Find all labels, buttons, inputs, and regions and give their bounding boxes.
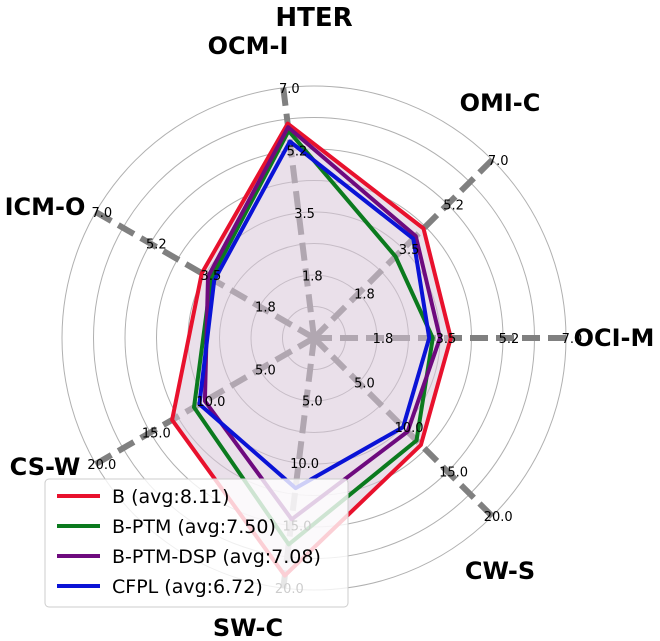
series-line-1 (170, 121, 453, 578)
tick-label-oci-m-2: 3.5 (436, 332, 457, 347)
tick-label-oci-m-1: 1.8 (373, 332, 394, 347)
tick-label-omi-c-2: 3.5 (399, 243, 420, 258)
tick-label-ocm-i-2: 3.5 (294, 207, 315, 222)
series-lines (170, 121, 453, 578)
tick-label-cw-s-2: 10.0 (395, 421, 424, 436)
tick-label-omi-c-1: 1.8 (354, 288, 375, 303)
tick-label-omi-c-3: 5.2 (443, 198, 464, 213)
series-line-3 (202, 125, 442, 522)
axis-label-cw-s: CW-S (465, 557, 535, 585)
axis-label-cs-w: CS-W (10, 453, 81, 481)
tick-label-oci-m-3: 5.2 (499, 332, 520, 347)
chart-title: HTER (275, 3, 352, 33)
legend-label-1: B (avg:8.11) (112, 486, 230, 508)
axis-label-icm-o: ICM-O (5, 193, 86, 221)
legend-label-4: CFPL (avg:6.72) (112, 576, 263, 598)
axis-label-oci-m: OCI-M (574, 324, 655, 352)
legend-label-2: B-PTM (avg:7.50) (112, 516, 276, 538)
tick-label-cw-s-3: 15.0 (439, 466, 468, 481)
tick-label-sw-c-2: 10.0 (290, 457, 319, 472)
tick-label-cs-w-4: 20.0 (87, 458, 116, 473)
tick-label-icm-o-3: 5.2 (146, 238, 167, 253)
legend: B (avg:8.11) B-PTM (avg:7.50) B-PTM-DSP (a… (44, 478, 349, 608)
tick-label-ocm-i-3: 5.2 (287, 144, 308, 159)
tick-label-icm-o-4: 7.0 (91, 206, 112, 221)
axis-labels: OCM-I OMI-C OCI-M CW-S SW-C CS-W ICM-O (5, 32, 655, 641)
axis-label-ocm-i: OCM-I (208, 32, 289, 60)
tick-labels: 1.8 3.5 5.2 7.0 1.8 3.5 5.2 7.0 1.8 3.5 5.2 7.0 5.0 1… (87, 82, 582, 597)
tick-label-cs-w-1: 5.0 (255, 364, 276, 379)
tick-label-cs-w-2: 10.0 (196, 395, 225, 410)
tick-label-cw-s-1: 5.0 (354, 377, 375, 392)
tick-label-icm-o-2: 3.5 (201, 269, 222, 284)
tick-label-icm-o-1: 1.8 (255, 301, 276, 316)
tick-label-cs-w-3: 15.0 (142, 427, 171, 442)
axis-label-omi-c: OMI-C (460, 89, 541, 117)
tick-label-omi-c-4: 7.0 (488, 154, 509, 169)
tick-label-cw-s-4: 20.0 (484, 510, 513, 525)
series-line-4 (197, 139, 432, 491)
tick-label-sw-c-1: 5.0 (302, 395, 323, 410)
tick-label-oci-m-4: 7.0 (562, 332, 583, 347)
tick-label-ocm-i-4: 7.0 (279, 82, 300, 97)
axis-label-sw-c: SW-C (213, 614, 283, 641)
legend-box (44, 478, 349, 608)
tick-label-ocm-i-1: 1.8 (302, 270, 323, 285)
legend-label-3: B-PTM-DSP (avg:7.08) (112, 546, 321, 568)
